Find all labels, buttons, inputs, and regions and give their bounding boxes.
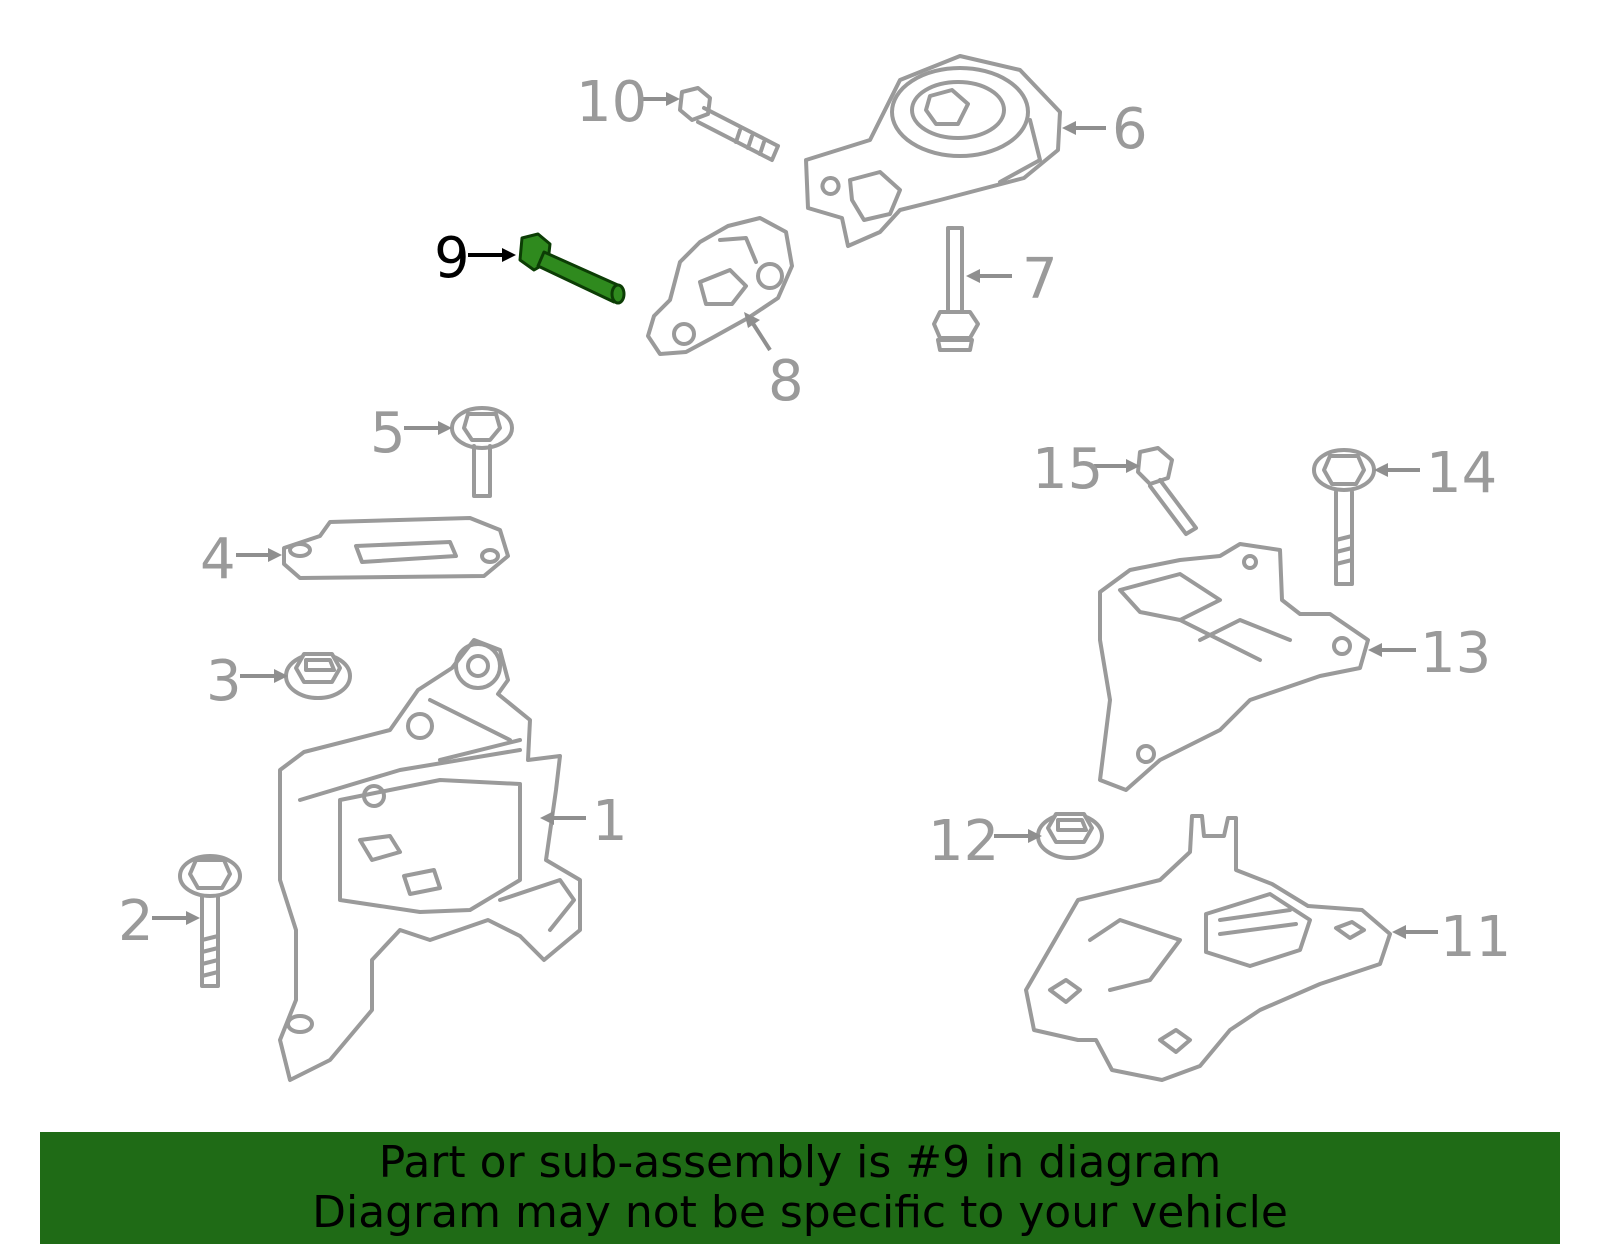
svg-text:14: 14 (1426, 441, 1497, 506)
part-11-lower-mount[interactable] (1024, 814, 1392, 1082)
svg-text:13: 13 (1420, 621, 1491, 686)
svg-text:1: 1 (592, 789, 628, 854)
svg-text:11: 11 (1440, 905, 1511, 970)
part-13-bracket[interactable] (1098, 542, 1370, 792)
callout-4: 4 (200, 527, 282, 592)
callout-10: 10 (576, 70, 680, 135)
callout-13: 13 (1368, 621, 1491, 686)
callout-6: 6 (1062, 97, 1148, 162)
callout-5: 5 (370, 401, 452, 466)
svg-text:15: 15 (1032, 437, 1103, 502)
callout-14: 14 (1374, 441, 1497, 506)
svg-text:8: 8 (768, 349, 804, 414)
svg-text:7: 7 (1022, 247, 1058, 312)
callout-9: 9 (434, 226, 516, 291)
part-3-nut[interactable] (284, 652, 352, 700)
callout-15: 15 (1032, 437, 1140, 502)
svg-text:5: 5 (370, 401, 406, 466)
callout-11: 11 (1392, 905, 1511, 970)
notice-line-disclaimer: Diagram may not be specific to your vehi… (312, 1187, 1288, 1238)
part-5-bolt[interactable] (450, 406, 514, 498)
part-12-nut[interactable] (1036, 812, 1104, 860)
svg-text:12: 12 (928, 809, 999, 874)
part-8-bracket[interactable] (646, 216, 794, 356)
callout-2: 2 (118, 889, 200, 954)
part-6-upper-mount[interactable] (804, 54, 1062, 248)
part-2-bolt[interactable] (178, 854, 242, 988)
svg-text:4: 4 (200, 527, 236, 592)
svg-text:3: 3 (206, 649, 242, 714)
part-1-mount[interactable] (278, 638, 582, 1082)
svg-text:2: 2 (118, 889, 154, 954)
part-14-bolt[interactable] (1312, 448, 1376, 586)
part-15-bolt[interactable] (1136, 446, 1198, 536)
part-9-bolt-highlighted[interactable] (518, 232, 626, 305)
callout-8: 8 (744, 312, 804, 414)
callout-12: 12 (928, 809, 1042, 874)
part-10-bolt[interactable] (678, 86, 780, 162)
callout-3: 3 (206, 649, 288, 714)
callout-7: 7 (966, 247, 1058, 312)
part-4-bracket[interactable] (282, 516, 510, 580)
callout-1: 1 (540, 789, 628, 854)
svg-text:6: 6 (1112, 97, 1148, 162)
svg-text:10: 10 (576, 70, 647, 135)
notice-banner: Part or sub-assembly is #9 in diagram Di… (40, 1132, 1560, 1244)
svg-text:9: 9 (434, 226, 470, 291)
part-7-bolt[interactable] (932, 226, 980, 352)
notice-line-part: Part or sub-assembly is #9 in diagram (378, 1137, 1222, 1188)
